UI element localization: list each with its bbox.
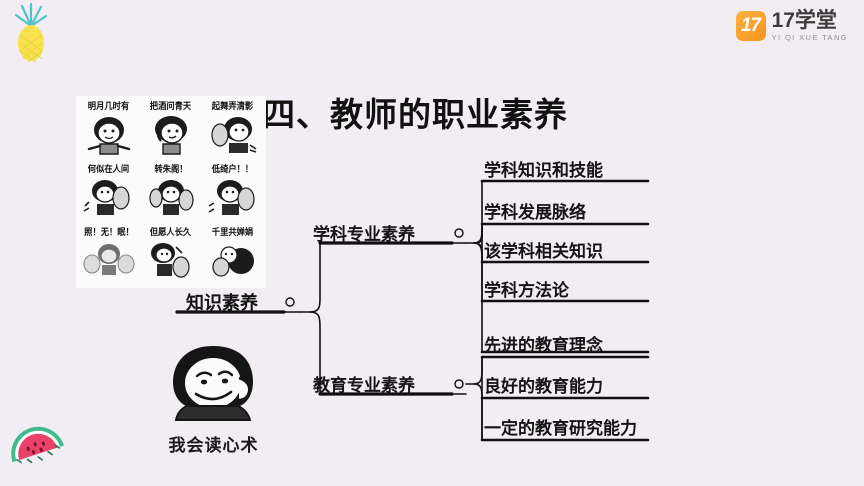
- mindmap-branch-label-2[interactable]: 教育专业素养: [313, 376, 415, 395]
- meme-cell: 转朱阁！: [140, 162, 202, 224]
- pineapple-icon: [14, 2, 48, 63]
- page-title: 四、教师的职业素养: [262, 95, 568, 134]
- meme-cell: 低绮户！！: [202, 162, 264, 224]
- meme-cell: 千里共婵娟: [202, 225, 264, 285]
- mindmap-leaf-label[interactable]: 该学科相关知识: [484, 242, 603, 261]
- logo-title: 17学堂: [771, 9, 837, 32]
- meme-face-icon: [151, 243, 190, 278]
- mindmap-branch-label-1[interactable]: 学科专业素养: [313, 225, 415, 244]
- logo-mark-icon: 17: [735, 10, 766, 41]
- meme-cell: 起舞弄清影: [202, 99, 264, 161]
- mind-reader-meme-icon: [173, 346, 253, 421]
- meme-face-icon: [83, 244, 135, 275]
- mindmap-leaf-label[interactable]: 学科知识和技能: [484, 161, 603, 180]
- brand-logo: 17 17学堂 YI QI XUE TANG: [735, 10, 848, 42]
- watermelon-icon: [11, 426, 64, 464]
- mindmap-leaf-label[interactable]: 一定的教育研究能力: [484, 419, 637, 438]
- meme-cell: 明月几时有: [78, 99, 140, 161]
- meme-face-icon: [87, 117, 131, 155]
- meme-face-icon: [208, 180, 255, 215]
- meme-cell: 何似在人间: [78, 162, 140, 224]
- meme-row: 明月几时有 把酒问青天: [78, 99, 264, 161]
- meme-cell: 但愿人长久: [140, 225, 202, 285]
- mindmap-leaf-label[interactable]: 良好的教育能力: [484, 377, 603, 396]
- meme-label: 把酒问青天: [150, 102, 192, 112]
- meme-sticker-grid: 明月几时有 把酒问青天: [76, 96, 266, 288]
- meme-bottom-block: 我会读心术: [146, 338, 281, 456]
- meme-label: 但愿人长久: [150, 228, 192, 238]
- mindmap-leaf-label[interactable]: 学科发展脉络: [484, 203, 586, 222]
- meme-cell: 把酒问青天: [140, 99, 202, 161]
- logo-subtitle: YI QI XUE TANG: [771, 33, 848, 42]
- meme-cell: 照！无！眠！: [78, 225, 140, 285]
- mindmap-leaf-label[interactable]: 学科方法论: [484, 281, 569, 300]
- meme-label: 明月几时有: [88, 102, 130, 112]
- meme-face-icon: [211, 117, 257, 153]
- meme-label: 千里共婵娟: [212, 228, 254, 238]
- meme-face-icon: [83, 180, 130, 215]
- meme-label: 低绮户！！: [212, 165, 254, 175]
- meme-row: 何似在人间 转朱阁！: [78, 162, 264, 224]
- mindmap-root-label[interactable]: 知识素养: [186, 293, 258, 313]
- meme-label: 起舞弄清影: [212, 102, 254, 112]
- meme-label: 何似在人间: [88, 165, 130, 175]
- meme-label: 转朱阁！: [154, 165, 188, 175]
- meme-face-icon: [149, 180, 194, 215]
- meme-row: 照！无！眠！ 但愿人长久: [78, 225, 264, 285]
- meme-face-icon: [155, 116, 187, 155]
- meme-face-icon: [212, 246, 254, 277]
- logo-text-block: 17学堂 YI QI XUE TANG: [772, 10, 848, 42]
- meme-label: 照！无！眠！: [84, 228, 134, 238]
- meme-bottom-caption: 我会读心术: [168, 436, 259, 456]
- mindmap-leaf-label[interactable]: 先进的教育理念: [484, 336, 603, 355]
